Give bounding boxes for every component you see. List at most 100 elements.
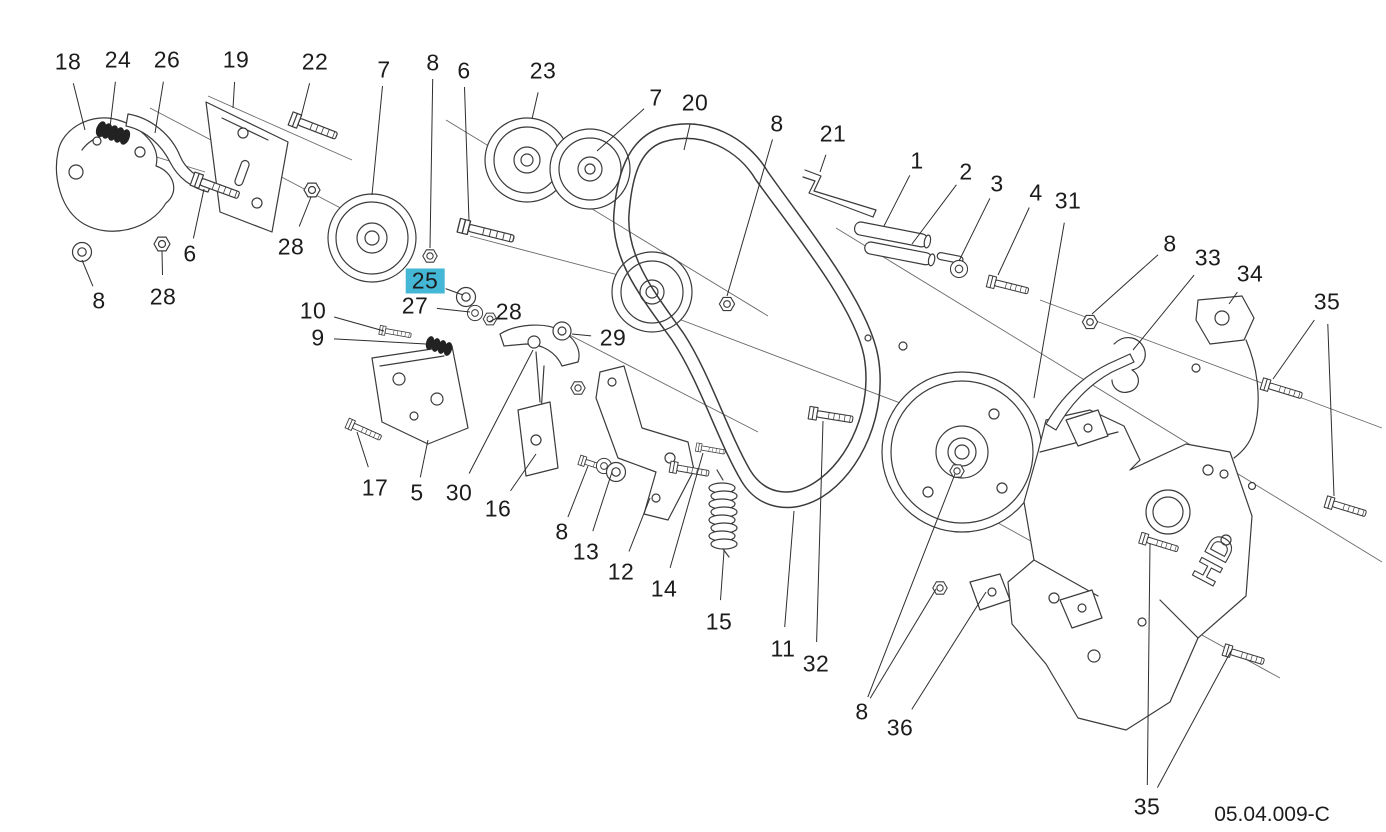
callout-32[interactable]: 32 (802, 650, 830, 677)
callout-36[interactable]: 36 (886, 714, 914, 741)
callout-14[interactable]: 14 (650, 575, 678, 602)
callout-34[interactable]: 34 (1236, 260, 1264, 287)
callout-2[interactable]: 2 (959, 158, 973, 185)
callout-20[interactable]: 20 (681, 89, 709, 116)
part-small-spacers (864, 334, 1257, 491)
callout-6[interactable]: 6 (183, 240, 197, 267)
callout-8[interactable]: 8 (555, 518, 569, 545)
leader-line-8 (1091, 254, 1159, 315)
leader-line-22 (300, 83, 311, 118)
callout-28[interactable]: 28 (495, 298, 523, 325)
callout-17[interactable]: 17 (361, 474, 389, 501)
callout-8[interactable]: 8 (92, 287, 106, 314)
part-clamp-bracket (1059, 589, 1103, 629)
leader-line-35 (1146, 543, 1151, 786)
callout-5[interactable]: 5 (410, 479, 424, 506)
part-clip-33 (1111, 337, 1146, 393)
callout-8[interactable]: 8 (855, 698, 869, 725)
callout-9[interactable]: 9 (311, 324, 325, 351)
callout-31[interactable]: 31 (1054, 187, 1082, 214)
diagram-code-label: 05.04.009-C (1214, 803, 1330, 826)
callout-3[interactable]: 3 (990, 170, 1004, 197)
leader-line-30 (468, 349, 534, 474)
callout-28[interactable]: 28 (277, 233, 305, 260)
callout-8[interactable]: 8 (770, 110, 784, 137)
callout-22[interactable]: 22 (301, 48, 329, 75)
leader-line-34 (1228, 291, 1238, 305)
callout-35[interactable]: 35 (1133, 793, 1161, 820)
leader-line-10 (334, 316, 385, 332)
callout-25-highlighted[interactable]: 25 (405, 268, 445, 294)
part-tube-1 (853, 221, 932, 249)
part-pulley-pair-23 (484, 117, 631, 210)
leader-line-4 (997, 207, 1030, 276)
leader-line-27 (436, 307, 471, 313)
leader-line-20 (683, 124, 691, 151)
callout-8[interactable]: 8 (1163, 230, 1177, 257)
callout-35[interactable]: 35 (1313, 288, 1341, 315)
callout-26[interactable]: 26 (153, 46, 181, 73)
leader-line-29 (571, 333, 592, 337)
callout-11[interactable]: 11 (770, 635, 796, 662)
callout-7[interactable]: 7 (377, 56, 391, 83)
leader-line-18 (72, 83, 86, 131)
callout-29[interactable]: 29 (599, 324, 627, 351)
diagram-parts: HD (55, 101, 1368, 731)
leader-line-33 (1132, 274, 1195, 351)
leader-line-5 (419, 439, 429, 478)
callout-28[interactable]: 28 (149, 283, 177, 310)
callout-10[interactable]: 10 (299, 297, 327, 324)
callout-13[interactable]: 13 (572, 538, 600, 565)
leader-line-36 (911, 591, 987, 710)
leader-line-21 (819, 154, 827, 173)
leader-line-35 (1156, 650, 1232, 788)
callout-30[interactable]: 30 (445, 479, 473, 506)
leader-line-28 (298, 196, 312, 227)
callout-6[interactable]: 6 (457, 57, 471, 84)
part-spring-9 (425, 336, 453, 356)
leader-line-8 (869, 588, 937, 699)
leader-line-2 (911, 184, 957, 245)
leader-line-9 (333, 338, 427, 345)
leader-line-8 (726, 139, 773, 297)
callout-7[interactable]: 7 (649, 84, 663, 111)
callout-15[interactable]: 15 (705, 608, 733, 635)
leader-line-19 (232, 81, 236, 109)
leader-line-1 (883, 175, 911, 227)
leader-line-24 (109, 81, 116, 128)
callout-12[interactable]: 12 (607, 558, 635, 585)
leader-line-15 (720, 550, 725, 601)
leader-line-8 (81, 259, 94, 287)
callout-19[interactable]: 19 (222, 46, 250, 73)
callout-8[interactable]: 8 (426, 49, 440, 76)
callout-23[interactable]: 23 (529, 57, 557, 84)
callout-21[interactable]: 21 (819, 120, 847, 147)
leader-line-7 (371, 85, 383, 196)
part-pulley-large (881, 371, 1043, 533)
callout-24[interactable]: 24 (104, 46, 132, 73)
callout-1[interactable]: 1 (910, 147, 924, 174)
leader-line-17 (356, 431, 369, 468)
leader-line-7 (596, 108, 645, 152)
part-plate-5 (371, 345, 469, 445)
leader-line-3 (958, 198, 991, 262)
part-spring-15 (708, 469, 738, 558)
leader-line-6 (464, 86, 470, 222)
leader-line-35 (1327, 323, 1335, 497)
leader-line-32 (816, 420, 824, 643)
callout-33[interactable]: 33 (1194, 244, 1222, 271)
leader-line-12 (628, 497, 651, 552)
callout-27[interactable]: 27 (401, 292, 429, 319)
callout-16[interactable]: 16 (484, 495, 512, 522)
leader-line-8 (567, 465, 589, 518)
leader-line-14 (669, 452, 704, 569)
callout-18[interactable]: 18 (54, 48, 82, 75)
leader-line-6 (192, 188, 205, 239)
part-rod-21 (802, 169, 877, 218)
part-main-bracket: HD (1007, 353, 1253, 731)
callout-4[interactable]: 4 (1029, 179, 1043, 206)
part-bracket-16 (517, 351, 559, 477)
part-tube-2 (864, 241, 936, 267)
